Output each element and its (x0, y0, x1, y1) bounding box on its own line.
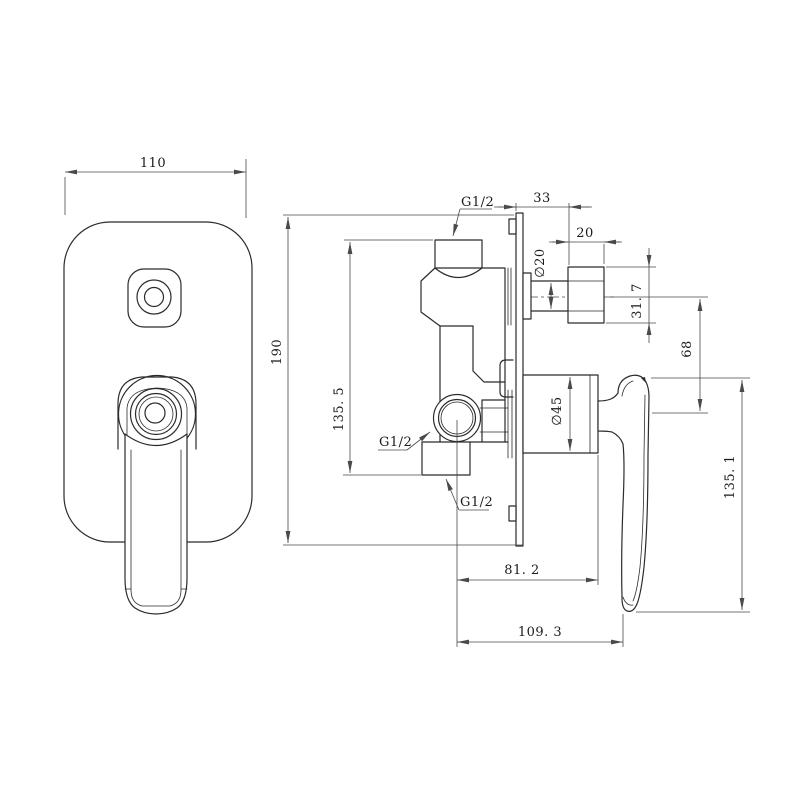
dim-knob-height: 31. 7 (606, 248, 656, 343)
dim-text-phi45: ∅45 (550, 396, 565, 425)
dim-text-31-7: 31. 7 (630, 283, 645, 319)
label-text-g12-side: G1/2 (379, 435, 412, 450)
lever-hook-notch (641, 377, 646, 383)
dim-text-68: 68 (680, 340, 695, 358)
label-text-g12-top: G1/2 (461, 195, 494, 210)
label-inlet-top: G1/2 (452, 195, 494, 237)
dim-escutcheon-diameter: ∅45 (550, 377, 573, 451)
dim-text-135-1: 135. 1 (723, 455, 738, 499)
escutcheon (522, 374, 599, 454)
dim-axis-to-face: 81. 2 (456, 420, 599, 647)
valve-body (420, 239, 514, 476)
diverter-knob (522, 266, 605, 324)
dim-text-110: 110 (140, 156, 166, 171)
label-outlet-bottom: G1/2 (445, 478, 493, 511)
bottom-port (421, 441, 509, 476)
front-diverter-button (127, 268, 182, 328)
dimension-layer: 110 190 135. 5 33 20 (64, 156, 750, 647)
retainer-tab (499, 359, 514, 398)
dim-text-33: 33 (533, 191, 551, 206)
dim-axis-gap: 68 (607, 296, 708, 414)
front-view (63, 221, 253, 615)
dim-plate-to-knob: 33 (494, 191, 592, 265)
side-view (420, 212, 650, 612)
dim-knob-width: 20 (549, 226, 622, 264)
dim-text-81-2: 81. 2 (504, 563, 540, 578)
dim-handle-length: 135. 1 (636, 377, 750, 613)
front-handle-hub (129, 387, 183, 441)
front-handle-lever (124, 433, 188, 615)
dim-inlet-height: 135. 5 (332, 239, 433, 476)
side-handle-lever (597, 374, 650, 612)
label-text-g12-bottom: G1/2 (460, 495, 493, 510)
dim-text-190: 190 (270, 339, 285, 365)
dim-text-20: 20 (576, 226, 594, 241)
dim-axis-to-tip: 109. 3 (457, 614, 624, 647)
dim-text-135-5: 135. 5 (332, 387, 347, 431)
label-outlet-side: G1/2 (378, 431, 431, 451)
side-plate (508, 212, 524, 547)
dim-text-109-3: 109. 3 (518, 625, 562, 640)
dim-text-phi20: ∅20 (533, 248, 548, 277)
dim-shaft-diameter: ∅20 (533, 248, 554, 309)
dim-plate-height: 190 (270, 214, 523, 546)
dim-plate-width: 110 (64, 156, 247, 218)
